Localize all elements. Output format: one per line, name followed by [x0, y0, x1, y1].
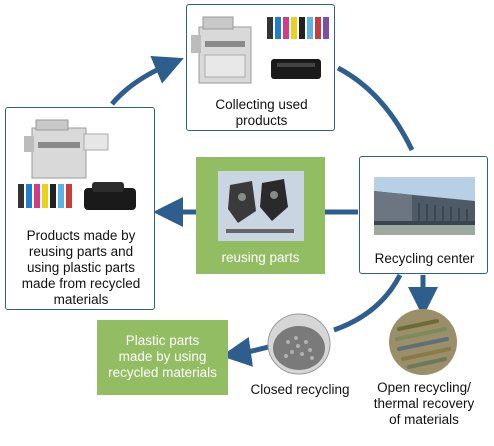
- closed-recycling-label: Closed recycling: [250, 382, 350, 397]
- plastic-parts-label: Plastic parts made by using recycled mat…: [108, 333, 217, 380]
- factory-building-image: [374, 177, 475, 235]
- arrow-to-closed-recycling: [333, 273, 403, 333]
- arrow-collecting-to-recycling: [336, 65, 415, 152]
- recycling-center-box: Recycling center: [359, 156, 488, 274]
- reused-parts-image: [218, 171, 304, 241]
- recycled-materials-image: [389, 309, 457, 375]
- printer-and-cartridges-image: [191, 16, 329, 84]
- collecting-products-box: Collecting used products: [186, 4, 335, 131]
- open-recycling-label: Open recycling/ thermal recovery of mate…: [373, 380, 475, 427]
- reused-products-label: Products made by reusing parts and using…: [21, 228, 141, 307]
- arrow-products-to-collecting: [110, 55, 184, 106]
- recycling-center-label: Recycling center: [374, 251, 475, 266]
- recycled-pellets-image: [267, 313, 331, 375]
- reused-products-box: Products made by reusing parts and using…: [5, 107, 155, 310]
- printer-and-cartridges-image: [18, 119, 136, 210]
- collecting-products-label: Collecting used products: [215, 97, 308, 128]
- reusing-parts-label: reusing parts: [221, 250, 300, 265]
- plastic-parts-box: Plastic parts made by using recycled mat…: [97, 320, 228, 395]
- reusing-parts-box: reusing parts: [196, 157, 325, 274]
